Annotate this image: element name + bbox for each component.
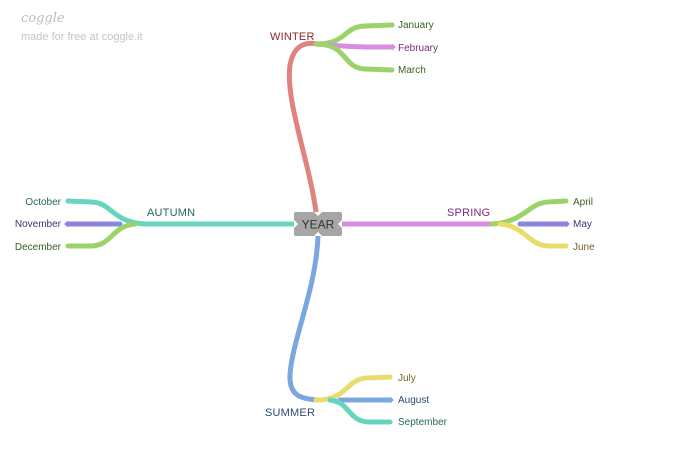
center-node-label: YEAR [302, 218, 335, 232]
leaf-label-may[interactable]: May [573, 219, 592, 230]
center-handle-bottom [314, 232, 322, 236]
leaf-label-october[interactable]: October [25, 197, 61, 208]
leaf-line-september [327, 397, 393, 425]
leaf-label-september[interactable]: September [398, 417, 448, 428]
center-handle-left [294, 220, 298, 228]
leaf-label-april[interactable]: April [573, 197, 593, 208]
leaf-line-june [497, 221, 569, 249]
branch-spring[interactable]: SPRING April May June [339, 197, 595, 253]
leaf-line-january [313, 22, 395, 47]
leaf-label-november[interactable]: November [15, 219, 62, 230]
season-label-winter[interactable]: WINTER [270, 31, 315, 43]
leaf-line-october [65, 198, 148, 227]
branch-line-winter [286, 40, 321, 215]
leaf-line-december [65, 221, 138, 249]
center-handle-top [314, 212, 322, 216]
leaf-label-march[interactable]: March [398, 65, 426, 76]
season-label-summer[interactable]: SUMMER [265, 407, 315, 419]
season-label-spring[interactable]: SPRING [447, 207, 490, 219]
leaf-label-february[interactable]: February [398, 43, 438, 54]
leaf-label-december[interactable]: December [15, 242, 62, 253]
made-with-coggle-tagline: made for free at coggle.it [21, 31, 143, 43]
season-label-autumn[interactable]: AUTUMN [147, 207, 195, 219]
leaf-line-july [313, 374, 393, 403]
center-node-box [294, 212, 342, 236]
leaf-line-march [313, 41, 395, 73]
leaf-arrow-november [64, 220, 68, 228]
leaf-arrow-august [390, 396, 394, 404]
leaf-label-january[interactable]: January [398, 20, 434, 31]
branch-winter[interactable]: WINTER January February March [270, 20, 438, 215]
center-node[interactable]: YEAR [294, 212, 342, 236]
leaf-label-june[interactable]: June [573, 242, 595, 253]
leaf-label-july[interactable]: July [398, 373, 416, 384]
branch-autumn[interactable]: AUTUMN October November December [15, 197, 297, 253]
leaf-line-april [489, 198, 569, 227]
leaf-label-august[interactable]: August [398, 395, 429, 406]
center-handle-right [338, 220, 342, 228]
coggle-logo: coggle [21, 11, 65, 26]
leaf-arrow-may [566, 220, 570, 228]
branch-summer[interactable]: SUMMER July August September [265, 233, 448, 428]
leaf-arrow-february [392, 43, 396, 51]
branch-line-summer [287, 233, 321, 403]
